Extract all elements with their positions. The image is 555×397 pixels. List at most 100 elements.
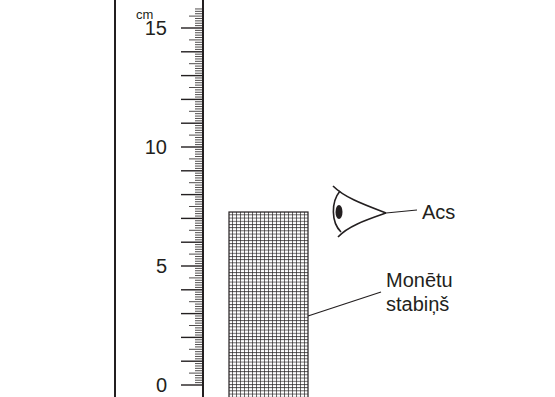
ruler-tick <box>189 158 203 159</box>
ruler-tick <box>195 208 203 209</box>
ruler-tick <box>195 251 203 252</box>
ruler-tick <box>189 206 203 207</box>
ruler-tick <box>195 113 203 114</box>
ruler-tick <box>195 380 203 381</box>
ruler-tick <box>195 304 203 305</box>
ruler-tick <box>189 325 203 326</box>
ruler-tick <box>195 216 203 217</box>
ruler-tick <box>195 201 203 202</box>
ruler-tick <box>195 137 203 138</box>
ruler-tick <box>195 11 203 12</box>
scale-number: 5 <box>156 254 167 278</box>
ruler-tick <box>195 354 203 355</box>
ruler-tick <box>195 149 203 150</box>
ruler-tick <box>195 73 203 74</box>
ruler-tick <box>195 142 203 143</box>
ruler-tick <box>189 182 203 183</box>
ruler-tick <box>195 308 203 309</box>
ruler-tick <box>195 377 203 378</box>
ruler-tick <box>195 246 203 247</box>
ruler-tick <box>195 132 203 133</box>
ruler-tick <box>189 135 203 136</box>
ruler-tick <box>195 130 203 131</box>
ruler-tick <box>195 139 203 140</box>
ruler-tick <box>195 213 203 214</box>
ruler-tick <box>181 265 203 266</box>
ruler-tick <box>195 339 203 340</box>
ruler-tick <box>195 89 203 90</box>
ruler-tick <box>181 194 203 195</box>
ruler-tick <box>189 39 203 40</box>
ruler-tick <box>195 82 203 83</box>
ruler-tick <box>195 368 203 369</box>
ruler-tick <box>195 58 203 59</box>
ruler-tick <box>195 211 203 212</box>
ruler-tick <box>195 296 203 297</box>
ruler-tick <box>195 220 203 221</box>
ruler-tick <box>195 106 203 107</box>
ruler-tick <box>195 151 203 152</box>
ruler-tick <box>195 356 203 357</box>
ruler-tick <box>189 277 203 278</box>
ruler-tick <box>195 225 203 226</box>
ruler-tick <box>195 168 203 169</box>
ruler-tick <box>181 146 203 147</box>
ruler-tick <box>189 254 203 255</box>
scale-number: 0 <box>156 373 167 397</box>
ruler-tick <box>195 299 203 300</box>
ruler-tick <box>195 237 203 238</box>
ruler-tick <box>195 335 203 336</box>
ruler-tick <box>195 294 203 295</box>
ruler-tick <box>195 156 203 157</box>
ruler-tick <box>195 270 203 271</box>
ruler-tick <box>195 351 203 352</box>
ruler-tick <box>181 99 203 100</box>
ruler-tick <box>195 125 203 126</box>
ruler-tick <box>195 49 203 50</box>
ruler-tick <box>195 30 203 31</box>
ruler-tick <box>195 323 203 324</box>
ruler-tick <box>195 223 203 224</box>
ruler-tick <box>195 166 203 167</box>
ruler-tick <box>195 363 203 364</box>
ruler-tick <box>195 311 203 312</box>
ruler-tick <box>195 66 203 67</box>
ruler-tick <box>195 346 203 347</box>
ruler-tick <box>195 239 203 240</box>
ruler-tick <box>195 273 203 274</box>
coin-stack <box>229 212 308 397</box>
ruler-tick <box>195 358 203 359</box>
leader-line <box>386 210 417 213</box>
ruler-tick <box>195 120 203 121</box>
ruler-tick <box>195 23 203 24</box>
ruler-tick <box>189 87 203 88</box>
ruler-tick <box>181 27 203 28</box>
ruler-tick <box>195 35 203 36</box>
ruler-tick <box>195 280 203 281</box>
ruler-tick <box>195 235 203 236</box>
ruler-tick <box>195 177 203 178</box>
ruler-tick <box>195 292 203 293</box>
ruler-tick <box>195 13 203 14</box>
ruler-tick <box>195 275 203 276</box>
ruler-tick <box>195 116 203 117</box>
ruler-tick <box>195 101 203 102</box>
ruler-tick <box>195 375 203 376</box>
ruler-tick <box>181 361 203 362</box>
ruler-tick <box>181 218 203 219</box>
ruler-tick <box>181 241 203 242</box>
ruler-tick <box>195 97 203 98</box>
ruler-tick <box>195 54 203 55</box>
ruler-tick <box>195 25 203 26</box>
ruler-tick <box>195 18 203 19</box>
scale-number: 15 <box>145 16 167 40</box>
ruler-tick <box>195 261 203 262</box>
ruler-tick <box>195 68 203 69</box>
ruler-tick <box>195 382 203 383</box>
ruler-tick <box>195 173 203 174</box>
ruler-tick <box>195 92 203 93</box>
ruler-tick <box>195 108 203 109</box>
ruler-tick <box>195 192 203 193</box>
ruler-tick <box>195 175 203 176</box>
ruler-tick <box>195 263 203 264</box>
